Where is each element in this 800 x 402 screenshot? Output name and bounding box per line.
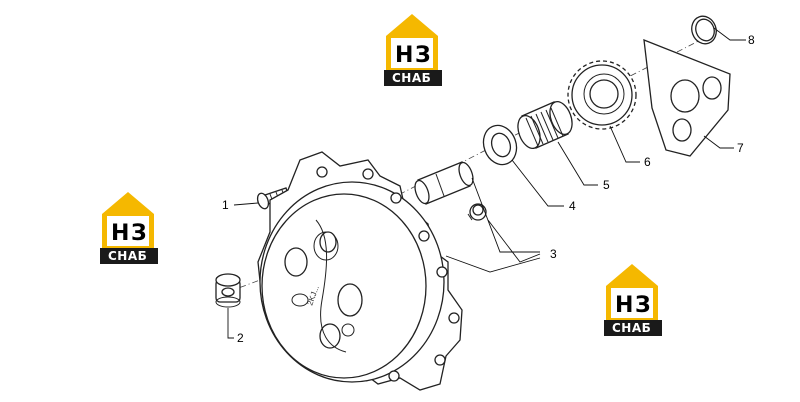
- callouts: 1 2 3 4 5 6 7 8: [222, 33, 755, 345]
- watermark-letter-h: H: [111, 221, 129, 246]
- callout-1: 1: [222, 198, 229, 212]
- watermark-letter-h: H: [395, 43, 413, 68]
- watermark-letter-e: З: [131, 221, 147, 246]
- watermark-letter-e: З: [415, 43, 431, 68]
- part-4-washer: [482, 124, 518, 166]
- part-3-bolt: [467, 203, 487, 221]
- part-6-gear: [567, 60, 637, 130]
- watermark-letter-e: З: [635, 293, 651, 318]
- watermark-caption: СНАБ: [108, 249, 147, 263]
- part-3-pin: [414, 161, 474, 205]
- callout-6: 6: [644, 155, 651, 169]
- part-2-plug: [215, 273, 241, 308]
- watermark-logo-right: H З СНАБ: [604, 264, 662, 336]
- part-8-snap-ring: [691, 15, 717, 45]
- callout-8: 8: [748, 33, 755, 47]
- watermark-caption: СНАБ: [612, 321, 651, 335]
- leader-lines: [227, 27, 746, 339]
- watermark-logo-top: H З СНАБ: [384, 14, 442, 86]
- watermark-letter-h: H: [615, 293, 633, 318]
- watermark-caption: СНАБ: [392, 71, 431, 85]
- callout-5: 5: [603, 178, 610, 192]
- hub-housing: 2KJ...: [257, 151, 463, 391]
- callout-4: 4: [569, 199, 576, 213]
- part-7-gasket: [643, 38, 731, 157]
- watermark-logo-left: H З СНАБ: [100, 192, 158, 264]
- callout-7: 7: [737, 141, 744, 155]
- callout-2: 2: [237, 331, 244, 345]
- part-5-needle-bearing: [517, 101, 573, 149]
- callout-3: 3: [550, 247, 557, 261]
